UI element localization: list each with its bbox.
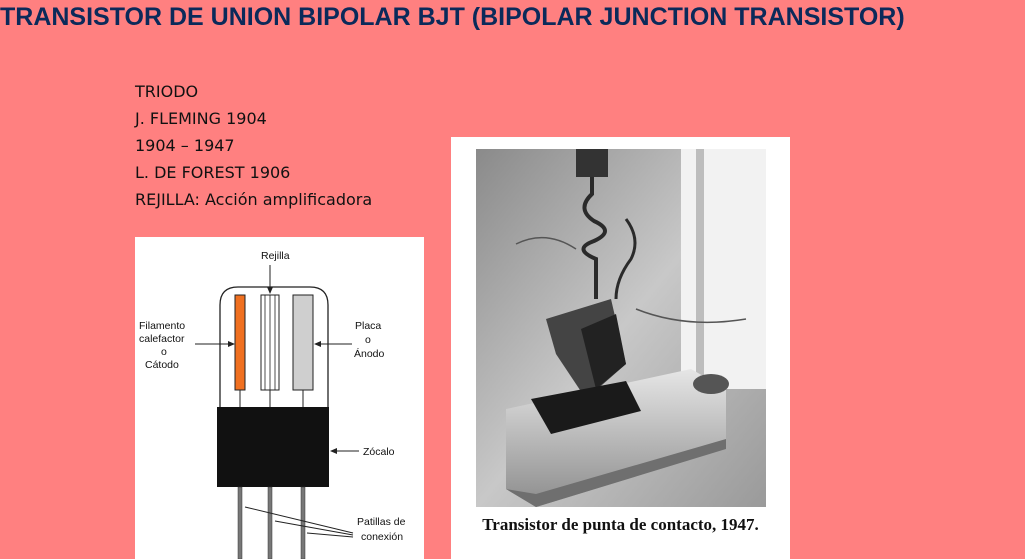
label-rejilla: Rejilla bbox=[261, 250, 290, 262]
label-filamento: Filamento bbox=[139, 320, 185, 332]
label-catodo: Cátodo bbox=[145, 359, 179, 371]
fact-line: J. FLEMING 1904 bbox=[135, 109, 267, 128]
transistor-photo bbox=[476, 149, 766, 507]
label-zocalo: Zócalo bbox=[363, 446, 395, 458]
pin bbox=[237, 486, 243, 559]
anode-element bbox=[292, 294, 314, 391]
pin bbox=[267, 486, 273, 559]
pin bbox=[300, 486, 306, 559]
transistor-photo-frame: Transistor de punta de contacto, 1947. bbox=[451, 137, 790, 559]
facts-list: TRIODO J. FLEMING 1904 1904 – 1947 L. DE… bbox=[135, 78, 372, 213]
triode-diagram: Rejilla Filamento calefactor o Cátodo Pl… bbox=[135, 237, 424, 559]
photo-caption: Transistor de punta de contacto, 1947. bbox=[482, 515, 759, 534]
fact-line: TRIODO bbox=[135, 82, 199, 101]
label-calefactor: calefactor bbox=[139, 333, 185, 345]
label-anodo: Ánodo bbox=[354, 347, 385, 360]
slide-title: TRANSISTOR DE UNION BIPOLAR BJT (BIPOLAR… bbox=[0, 3, 905, 31]
cathode-element bbox=[234, 294, 246, 391]
glass-envelope bbox=[219, 286, 329, 409]
label-conexion: conexión bbox=[361, 531, 403, 543]
point-contact-transistor-image bbox=[476, 149, 766, 507]
fact-line: REJILLA: Acción amplificadora bbox=[135, 190, 373, 209]
label-placa: Placa bbox=[355, 320, 381, 332]
fact-line: L. DE FOREST 1906 bbox=[135, 163, 291, 182]
label-o-placa: o bbox=[365, 334, 371, 346]
fact-line: 1904 – 1947 bbox=[135, 136, 235, 155]
label-o: o bbox=[161, 346, 167, 358]
label-patillas: Patillas de bbox=[357, 516, 406, 528]
socket-base bbox=[217, 407, 329, 487]
triode-diagram-svg: Rejilla Filamento calefactor o Cátodo Pl… bbox=[139, 250, 406, 559]
